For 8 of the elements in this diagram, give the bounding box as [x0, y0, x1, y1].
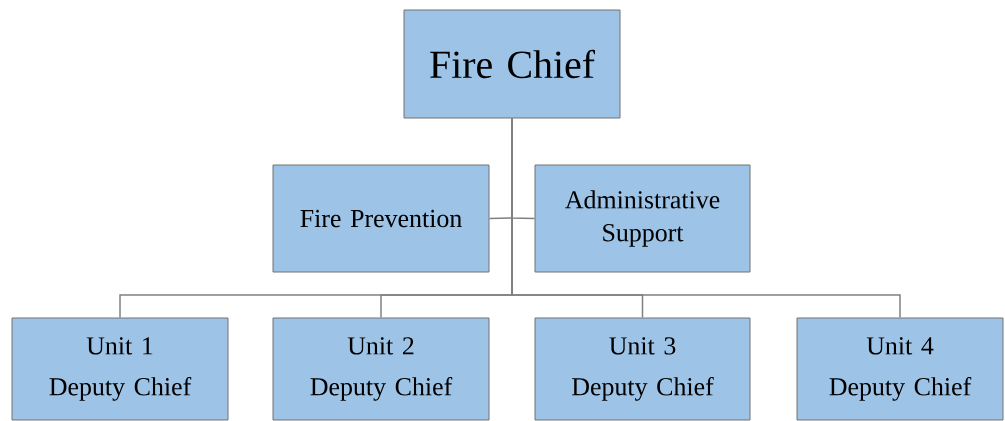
unit-box: Unit 2 Deputy Chief — [272, 317, 490, 421]
unit-box: Unit 3 Deputy Chief — [534, 317, 751, 421]
unit-box: Unit 4 Deputy Chief — [796, 317, 1004, 421]
department-box: Fire Prevention — [272, 164, 490, 273]
department-box: Administrative Support — [534, 164, 751, 273]
chief-box: Fire Chief — [403, 9, 621, 119]
connector-line — [511, 117, 901, 319]
unit-box: Unit 1 Deputy Chief — [11, 317, 229, 421]
